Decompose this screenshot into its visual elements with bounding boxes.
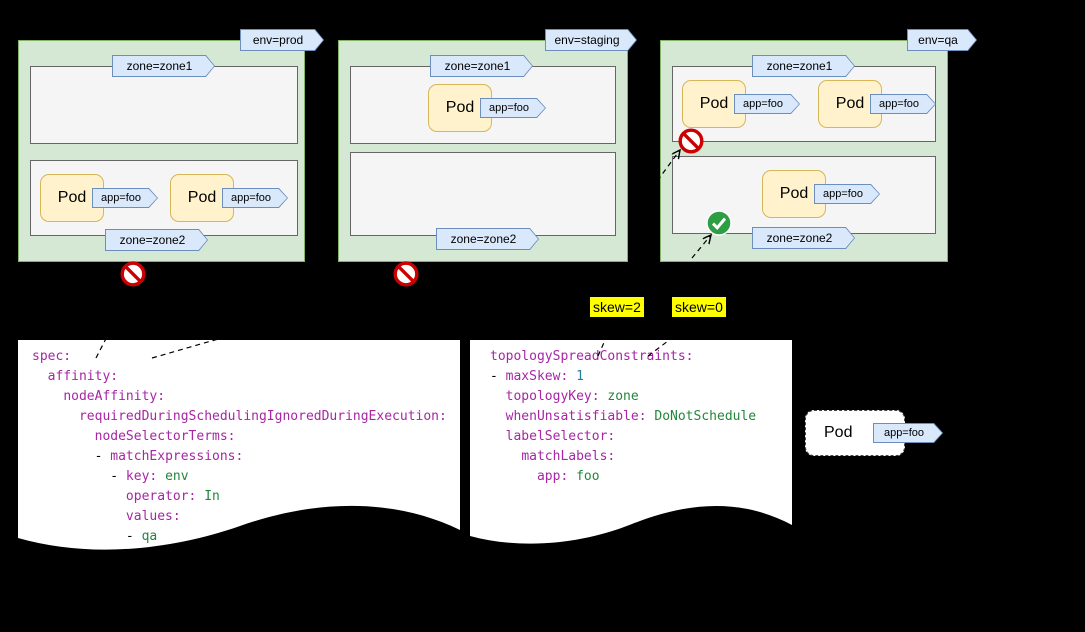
qa-zone1-tag: zone=zone1 (752, 55, 855, 77)
torn-paper-shape (470, 340, 792, 544)
pod-label: Pod (445, 99, 475, 116)
qa-zone2-tag: zone=zone2 (752, 227, 855, 249)
staging-zone1-tag: zone=zone1 (430, 55, 533, 77)
prod-zone2-pod-2-app-tag: app=foo (222, 188, 288, 208)
env-qa-tag-label: env=qa (918, 33, 958, 47)
prod-blocked-icon (120, 261, 146, 287)
app-tag-label: app=foo (100, 192, 142, 204)
yaml-topology-spread-code: topologySpreadConstraints:- maxSkew: 1 t… (490, 349, 757, 484)
yaml-topology-spread-paper (470, 340, 792, 555)
qa-zone1-blocked-icon (678, 128, 704, 154)
yaml-node-affinity-code: spec: affinity: nodeAffinity: requiredDu… (32, 349, 447, 544)
pod-label: Pod (779, 185, 809, 202)
env-prod-tag: env=prod (240, 29, 324, 51)
app-tag-label: app=foo (878, 98, 920, 110)
qa-zone2-pod-1-app-tag: app=foo (814, 184, 880, 204)
staging-zone1-tag-label: zone=zone1 (444, 59, 511, 73)
env-staging-tag: env=staging (545, 29, 637, 51)
qa-zone2-allowed-icon (706, 210, 732, 236)
prod-zone2-tag-label: zone=zone2 (119, 233, 186, 247)
pod-label: Pod (187, 189, 217, 206)
prod-zone2-pod-1: Pod (40, 174, 104, 222)
skew-0-label: skew=0 (672, 297, 726, 317)
env-qa-tag: env=qa (907, 29, 977, 51)
skew-2-label: skew=2 (590, 297, 644, 317)
app-tag-label: app=foo (883, 427, 925, 439)
prod-zone1-tag-label: zone=zone1 (126, 59, 193, 73)
torn-paper-shape (18, 340, 460, 550)
qa-zone1-pod-2-app-tag: app=foo (870, 94, 936, 114)
pod-label: Pod (835, 95, 865, 112)
cluster-staging-zone2 (350, 152, 616, 236)
prod-zone2-pod-2: Pod (170, 174, 234, 222)
incoming-pod-label: Pod (824, 424, 853, 441)
app-tag-label: app=foo (488, 102, 530, 114)
incoming-pod-app-tag: app=foo (873, 423, 943, 443)
app-tag-label: app=foo (822, 188, 864, 200)
staging-blocked-icon (393, 261, 419, 287)
pod-label: Pod (699, 95, 729, 112)
qa-zone1-tag-label: zone=zone1 (766, 59, 833, 73)
prod-zone2-tag: zone=zone2 (105, 229, 208, 251)
yaml-node-affinity-paper (18, 340, 460, 570)
env-staging-tag-label: env=staging (554, 33, 620, 47)
qa-zone1-pod-1-app-tag: app=foo (734, 94, 800, 114)
staging-zone1-pod-1-app-tag: app=foo (480, 98, 546, 118)
qa-zone2-tag-label: zone=zone2 (766, 231, 833, 245)
cluster-prod-zone1 (30, 66, 298, 144)
prod-zone2-pod-1-app-tag: app=foo (92, 188, 158, 208)
qa-zone2-pod-1: Pod (762, 170, 826, 218)
prod-zone1-tag: zone=zone1 (112, 55, 215, 77)
app-tag-label: app=foo (742, 98, 784, 110)
staging-zone2-tag: zone=zone2 (436, 228, 539, 250)
staging-zone2-tag-label: zone=zone2 (450, 232, 517, 246)
pod-label: Pod (57, 189, 87, 206)
app-tag-label: app=foo (230, 192, 272, 204)
env-prod-tag-label: env=prod (252, 33, 304, 47)
